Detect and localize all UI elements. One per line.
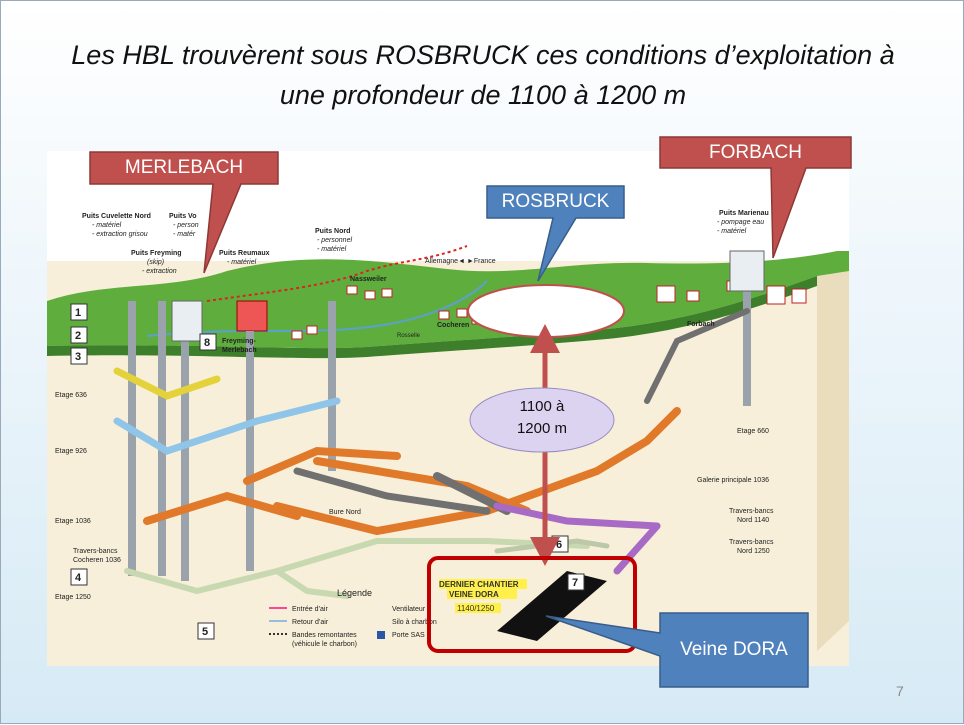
label-puits-vo-sub2: - matér [173,231,196,238]
rosbruck-callout-label: ROSBRUCK [501,191,610,212]
label-legende: Légende [337,588,372,598]
legend-marks [269,607,385,639]
forbach-callout-label: FORBACH [709,142,802,163]
dernier-chantier-line3: 1140/1250 [457,604,495,613]
label-rosselle: Rosselle [397,333,421,339]
label-cocheren: Cocheren [437,322,469,329]
ground-edge [47,276,817,359]
veine-dora-callout [545,612,809,688]
label-puits-nord: Puits Nord [315,228,350,235]
label-puits-marienau: Puits Marienau [719,210,769,217]
legend-silo: Silo à charbon [392,619,437,626]
depth-oval [469,387,615,453]
label-etage-1036: Etage 1036 [55,518,91,525]
legend-bandes-2: (véhicule le charbon) [292,641,357,648]
title-line-2: une profondeur de 1100 à 1200 m [279,80,687,110]
label-tb-1250-1: Travers-bancs [729,539,774,546]
label-puits-cuvelette: Puits Cuvelette Nord [82,213,151,220]
label-puits-vo: Puits Vo [169,213,196,220]
marker-8: 8 [204,337,210,349]
label-puits-vo-sub1: - person [173,222,199,229]
legend-vent: Ventilateur [392,606,426,613]
veine-dora-callout-label: Veine DORA [680,639,788,660]
marker-1: 1 [75,307,81,319]
rosbruck-callout [486,185,625,282]
label-travers-cocheren-2: Cocheren 1036 [73,557,121,564]
label-forbach-town: Forbach [687,321,715,328]
label-puits-freyming-sub2: - extraction [142,268,177,275]
label-puits-freyming-sub1: (skip) [147,259,164,266]
mine-cross-section-diagram: Puits Cuvelette Nord - matériel - extrac… [47,151,849,666]
depth-line-2: 1200 m [516,420,568,437]
marker-3: 3 [75,351,81,363]
depth-line-1: 1100 à [519,398,565,415]
label-bure-nord: Bure Nord [329,509,361,516]
label-tb-1250-2: Nord 1250 [737,548,770,555]
merlebach-callout [89,151,279,274]
marker-6: 6 [556,539,562,551]
marker-7: 7 [572,577,578,589]
legend-retour: Retour d’air [292,619,329,626]
label-merlebach-town: Merlebach [222,347,257,354]
label-tb-1140-2: Nord 1140 [737,517,769,524]
slide-title: Les HBL trouvèrent sous ROSBRUCK ces con… [31,35,935,115]
merlebach-callout-label: MERLEBACH [124,157,244,178]
puits-vo-building [171,300,203,342]
label-puits-cuvelette-sub2: - extraction grisou [92,231,148,238]
depth-label: 1100 à 1200 m [470,396,614,440]
legend-entree: Entrée d’air [292,606,328,613]
diagram-side-wall [817,251,849,651]
river-line [146,280,488,337]
forbach-callout [659,136,852,259]
puits-marienau-building [729,250,765,292]
label-etage-660: Etage 660 [737,428,769,435]
label-etage-1250: Etage 1250 [55,594,91,601]
border-line [206,245,468,302]
label-galerie: Galerie principale 1036 [697,477,769,484]
label-puits-reumaux: Puits Reumaux [219,250,270,257]
marker-2: 2 [75,330,81,342]
galleries [113,308,750,599]
dernier-chantier-line1: DERNIER CHANTIER [439,580,519,589]
title-line-1: Les HBL trouvèrent sous ROSBRUCK ces con… [71,40,895,70]
dernier-chantier-line2: VEINE DORA [449,590,499,599]
label-etage-926: Etage 926 [55,448,87,455]
label-nassweiler: Nassweiler [350,276,387,283]
legend-porte: Porte SAS [392,632,425,639]
label-puits-nord-sub2: - matériel [317,246,347,253]
label-puits-marienau-sub2: - matériel [717,228,747,235]
houses [291,280,807,340]
label-puits-cuvelette-sub1: - matériel [92,222,122,229]
label-freyming: Freyming- [222,338,257,345]
shafts [128,286,751,581]
label-etage-636: Etage 636 [55,392,87,399]
label-puits-marienau-sub1: - pompage eau [717,219,764,226]
marker-5: 5 [202,626,208,638]
label-tb-1140-1: Travers-bancs [729,508,774,515]
label-allemagne-france: Allemagne◄ ►France [425,258,496,265]
marker-4: 4 [75,572,82,584]
label-puits-reumaux-sub: - matériel [227,259,257,266]
puits-reumaux-building [236,300,268,332]
dernier-chantier-frame [427,556,637,653]
page-number: 7 [896,683,904,699]
legend-bandes-1: Bandes remontantes [292,632,357,639]
label-travers-cocheren-1: Travers-bancs [73,548,118,555]
label-puits-nord-sub1: - personnel [317,237,352,244]
label-puits-freyming: Puits Freyming [131,250,182,257]
